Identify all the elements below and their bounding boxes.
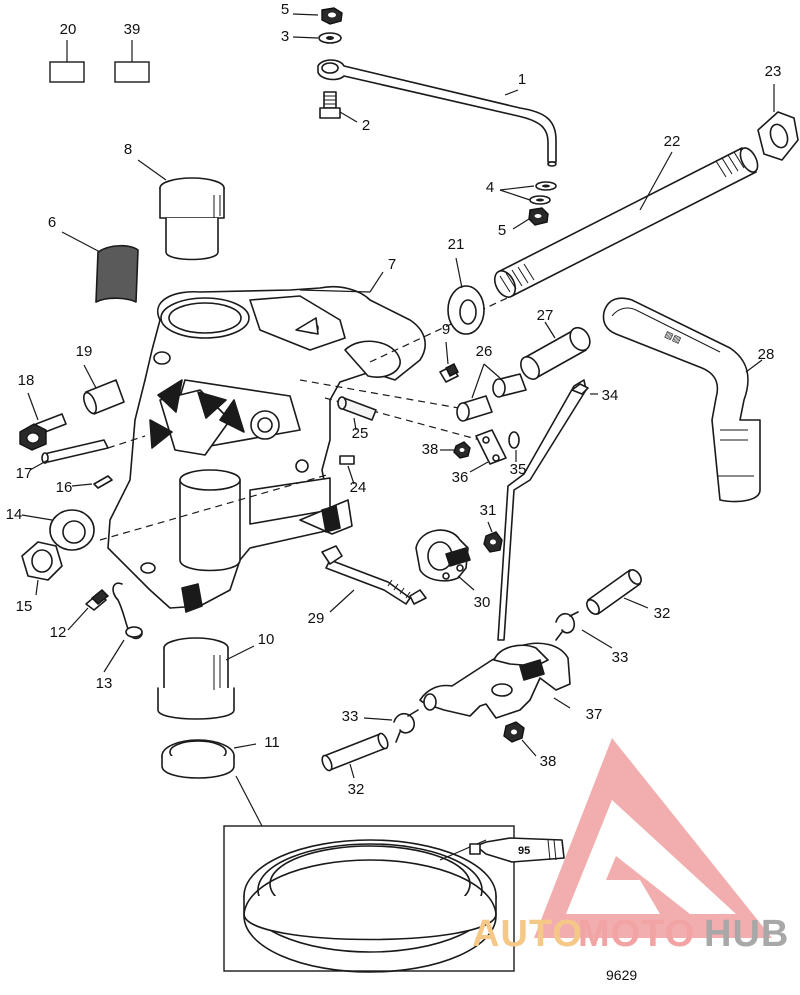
part-38-upper-nut: [440, 441, 471, 459]
sealant-tube: 95: [469, 837, 565, 863]
part-13-ground-strap: [103, 582, 143, 673]
callout-29: 29: [308, 610, 325, 627]
part-21-washer: [447, 257, 485, 335]
part-30-clamp: [415, 529, 475, 591]
callout-labels: 20 39 5 3 2 1 23 8 22 4 5 6 21 7 27 9 19…: [6, 1, 782, 798]
sealant-tube-label: 95: [518, 845, 530, 857]
callout-13: 13: [96, 675, 113, 692]
callout-32: 32: [654, 605, 671, 622]
callout-5-lower: 5: [498, 222, 506, 239]
part-15-nut: [21, 541, 63, 596]
inset-detail-box: [223, 825, 515, 973]
callout-39: 39: [124, 21, 141, 38]
part-32-pin-right: [586, 569, 649, 615]
part-33-spring-left: [363, 709, 419, 743]
callout-1: 1: [518, 71, 526, 88]
callout-33: 33: [612, 649, 629, 666]
part-8-upper-bushing: [137, 159, 225, 261]
callout-38: 38: [422, 441, 439, 458]
automotohub-watermark: AUTO MOTO HUB: [472, 738, 789, 955]
part-36-link-plate: [469, 429, 507, 473]
watermark-moto: MOTO: [578, 913, 695, 955]
part-39-box: [114, 40, 150, 83]
part-32-pin-left: [321, 732, 389, 779]
callout-14: 14: [6, 506, 23, 523]
watermark-auto: AUTO: [472, 913, 583, 955]
callout-9: 9: [442, 321, 450, 338]
part-34-rod: [497, 379, 598, 641]
part-26-bushings: [456, 363, 527, 422]
part-6-pad: [61, 231, 139, 303]
part-7-swivel-bracket: [107, 271, 426, 613]
callout-2: 2: [362, 117, 370, 134]
part-20-box: [49, 40, 85, 83]
part-28-strap: ▨▨: [602, 297, 763, 503]
callout-24: 24: [350, 479, 367, 496]
part-17-pin: [29, 439, 109, 471]
part-9-fitting: [439, 341, 459, 383]
callout-23: 23: [765, 63, 782, 80]
callout-11: 11: [264, 734, 280, 751]
callout-6: 6: [48, 214, 56, 231]
part-5-top-nut: [292, 7, 343, 25]
part-25-pin: [337, 396, 377, 431]
part-5-lower-nut: [512, 207, 549, 230]
callout-4: 4: [486, 179, 494, 196]
callout-3: 3: [281, 28, 289, 45]
callout-37: 37: [586, 706, 603, 723]
part-27-pin: [520, 321, 591, 380]
part-35-washer: [508, 431, 520, 462]
part-29-bolt: [321, 545, 427, 613]
part-31-nut: [483, 521, 503, 553]
callout-30: 30: [474, 594, 491, 611]
callout-35: 35: [510, 461, 527, 478]
callout-5: 5: [281, 1, 289, 18]
callout-18: 18: [18, 372, 35, 389]
callout-20: 20: [60, 21, 77, 38]
callout-33-lower: 33: [342, 708, 359, 725]
callout-26: 26: [476, 343, 493, 360]
part-33-spring-right: [555, 611, 613, 649]
callout-21: 21: [448, 236, 465, 253]
part-22-tilt-tube: [493, 147, 759, 298]
callout-7: 7: [388, 256, 396, 273]
callout-31: 31: [480, 502, 497, 519]
callout-38-lower: 38: [540, 753, 557, 770]
callout-27: 27: [537, 307, 554, 324]
callout-16: 16: [56, 479, 73, 496]
callout-10: 10: [258, 631, 275, 648]
figure-number: 9629: [606, 967, 637, 983]
callout-17: 17: [16, 465, 33, 482]
part-10-lower-bushing: [157, 637, 255, 720]
part-1-link-rod: [317, 59, 557, 167]
part-3-washer: [292, 32, 342, 44]
part-23-tilt-tube-nut: [757, 84, 799, 161]
part-18-bolt: [19, 392, 67, 451]
part-11-seal: [161, 739, 263, 827]
part-38-lower-nut: [503, 721, 537, 757]
part-16-cotter-pin: [71, 475, 113, 489]
callout-8: 8: [124, 141, 132, 158]
callout-34: 34: [602, 387, 619, 404]
part-2-bolt: [319, 91, 358, 123]
watermark-triangle: [534, 738, 772, 938]
callout-19: 19: [76, 343, 93, 360]
callout-22: 22: [664, 133, 681, 150]
part-24-key: [339, 455, 355, 485]
part-14-washer: [21, 509, 95, 551]
part-12-grease-fitting: [67, 589, 110, 631]
part-19-spacer: [82, 364, 125, 415]
callout-12: 12: [50, 624, 67, 641]
part-4-washers: [499, 181, 557, 205]
callout-15: 15: [16, 598, 33, 615]
callout-28: 28: [758, 346, 775, 363]
part-37-bracket: [419, 642, 571, 719]
callout-32-lower: 32: [348, 781, 365, 798]
watermark-hub: HUB: [704, 913, 789, 955]
callout-25: 25: [352, 425, 369, 442]
callout-36: 36: [452, 469, 469, 486]
